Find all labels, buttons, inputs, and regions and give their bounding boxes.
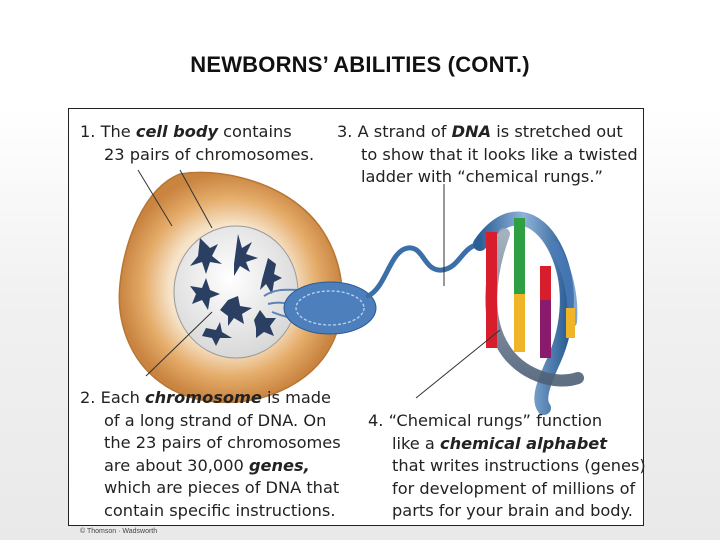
caption-3-line-2: to show that it looks like a twisted [361, 144, 638, 164]
chromosome-dna-illustration [118, 169, 584, 415]
caption-4-line-2-text: like a [392, 433, 440, 453]
caption-1-lead: 1. The [80, 122, 136, 141]
caption-2-line-6: contain specific instructions. [104, 500, 336, 520]
caption-2-rest: is made [261, 388, 332, 407]
caption-2-line-3: the 23 pairs of chromosomes [104, 433, 341, 452]
copyright-credit: © Thomson · Wadsworth [80, 528, 158, 535]
caption-4-line-5: parts for your brain and body. [392, 501, 633, 520]
caption-1-line-2: 23 pairs of chromosomes. [104, 144, 315, 164]
caption-2-line-4: are about 30,000 genes, [80, 456, 310, 475]
chromosomes [190, 234, 282, 346]
leader-lines [137, 169, 501, 399]
nucleus [173, 225, 299, 359]
caption-3-term: DNA [451, 122, 492, 141]
caption-2-line-5: which are pieces of DNA that [104, 478, 340, 497]
caption-chemical-rungs: 4. “Chemical rungs” function like a chem… [368, 410, 646, 523]
caption-1-rest: contains [218, 122, 292, 141]
caption-4-term: chemical alphabet [439, 433, 607, 453]
caption-cell-body: 1. The cell body contains 23 pairs of ch… [80, 121, 314, 166]
caption-3-line-3: ladder with “chemical rungs.” [361, 167, 603, 186]
chromatin-coil [283, 281, 377, 335]
caption-4-line-3: that writes instructions (genes) [392, 456, 646, 475]
caption-4-line-4: for development of millions of [392, 478, 636, 498]
slide-title: NEWBORNS’ ABILITIES (CONT.) [190, 52, 530, 77]
caption-dna: 3. A strand of DNA is stretched out to s… [337, 121, 638, 189]
chemical-rungs [486, 218, 575, 358]
caption-4-line-1: 4. “Chemical rungs” function [368, 411, 603, 430]
caption-4-line-2: like a chemical alphabet [368, 434, 607, 453]
caption-3-lead: 3. A strand of [337, 122, 452, 141]
caption-3-rest: is stretched out [491, 122, 623, 141]
caption-2-lead: 2. Each [80, 388, 146, 407]
dna-ribbon [365, 241, 483, 299]
caption-chromosome: 2. Each chromosome is made of a long str… [80, 387, 341, 522]
caption-2-line-4-text: are about 30,000 [104, 455, 249, 475]
caption-2-line-2: of a long strand of DNA. On [104, 410, 327, 430]
caption-2-term: chromosome [145, 388, 262, 407]
caption-1-term: cell body [135, 122, 218, 141]
caption-2-term-genes: genes, [248, 455, 310, 475]
